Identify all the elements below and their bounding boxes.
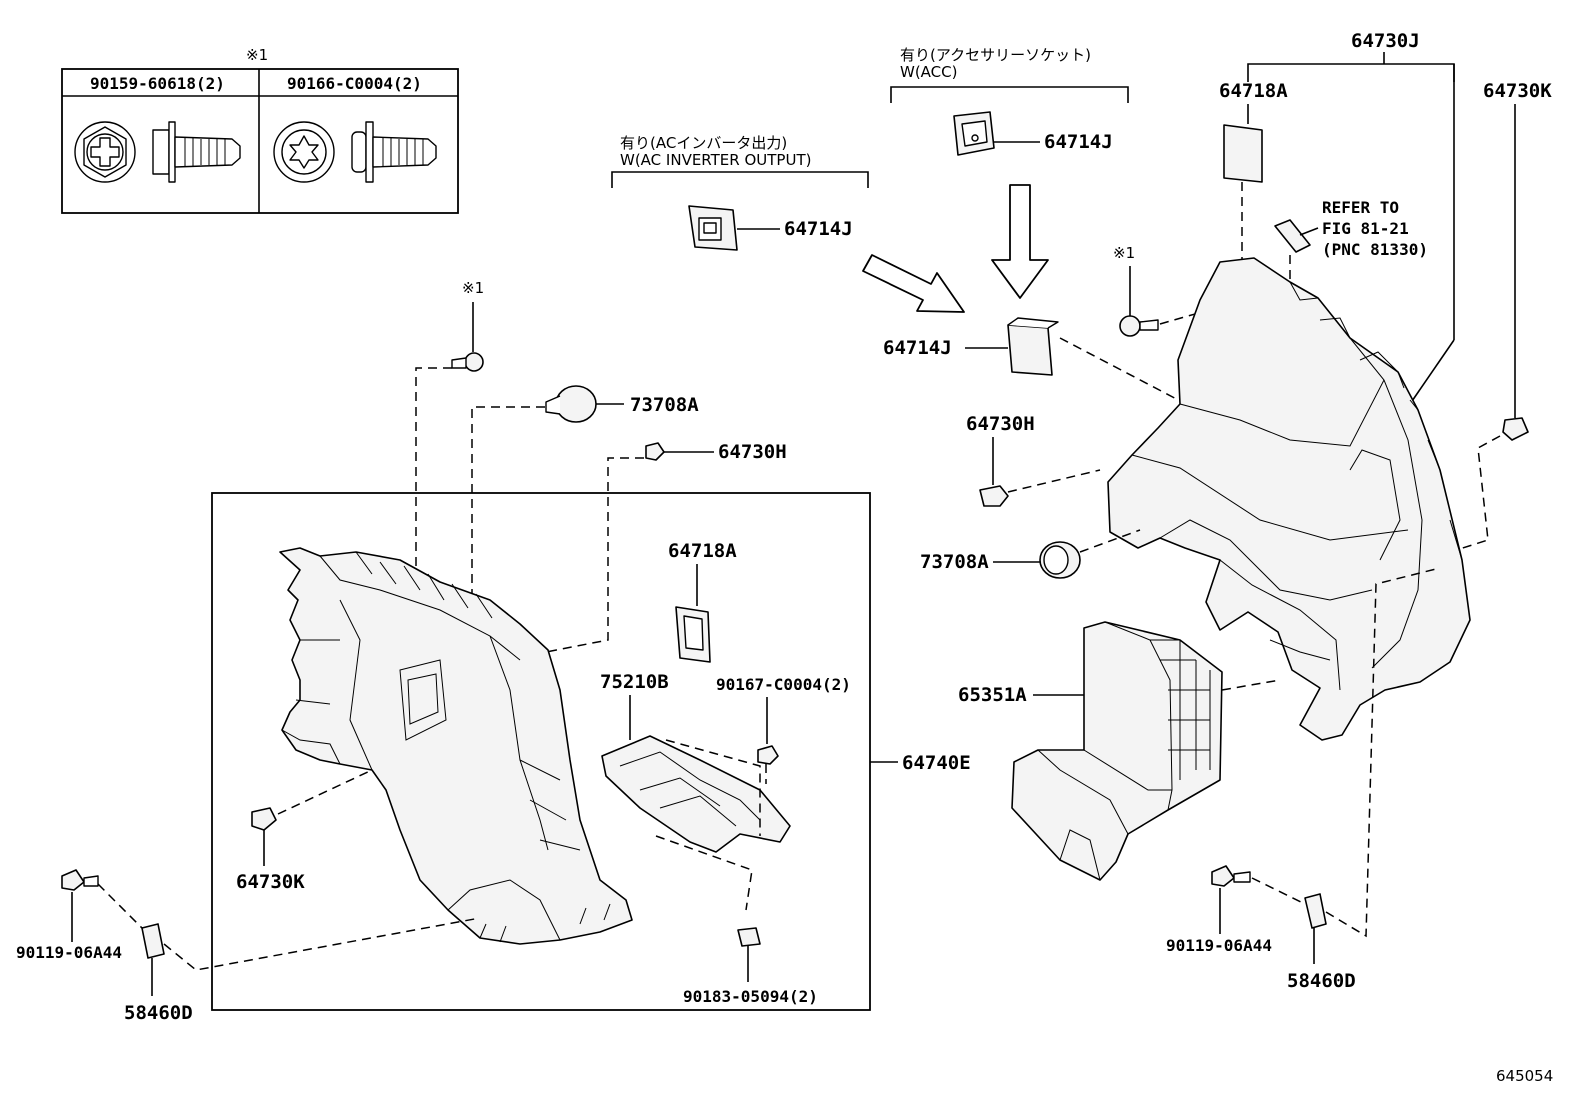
diagonal-arrow-icon: [862, 254, 965, 313]
callout-90167: 90167-C0004(2): [716, 675, 851, 784]
assembly-frame: [211, 492, 871, 1011]
label-73708A-right: 73708A: [920, 551, 989, 573]
marker-left-screw: ※1: [462, 279, 484, 297]
callout-64730K-left: 64730K: [236, 769, 373, 893]
table-frame: [61, 68, 459, 214]
label-64718A-left: 64718A: [668, 540, 737, 562]
label-90119-left: 90119-06A44: [16, 943, 122, 962]
acc-socket-note: 有り(アクセサリーソケット) W(ACC): [890, 46, 1129, 103]
callout-64718A-left: 64718A: [668, 540, 737, 663]
direction-arrows: [862, 184, 1049, 313]
ac-inverter-note-line2: W(AC INVERTER OUTPUT): [620, 151, 811, 169]
callout-73708A-right: 73708A: [920, 529, 1141, 579]
down-arrow-icon: [991, 184, 1049, 299]
inverter-socket-cover: 64714J: [688, 205, 853, 251]
phillips-bolt-head-icon: [74, 121, 136, 183]
label-58460D-right: 58460D: [1287, 970, 1356, 992]
fastener-table: ※1 90159-60618(2) 90166-C0004(2): [61, 46, 459, 214]
refer-note-line3: (PNC 81330): [1322, 240, 1428, 259]
label-64730H-right: 64730H: [966, 413, 1035, 435]
table-col2-label: 90166-C0004(2): [287, 74, 422, 93]
callout-64730J: 64730J: [1247, 30, 1455, 405]
callout-64730H-right: 64730H: [966, 413, 1101, 507]
figure-id: 645054: [1496, 1067, 1553, 1085]
callout-73708A-left: 73708A: [471, 385, 699, 740]
callout-90119-right: 90119-06A44: [1166, 865, 1306, 955]
callout-75210B: 75210B: [600, 671, 791, 911]
label-64718A-top: 64718A: [1219, 80, 1288, 102]
table-marker: ※1: [246, 46, 268, 64]
rear-quarter-trim-right: [1107, 257, 1471, 741]
table-col1-label: 90159-60618(2): [90, 74, 225, 93]
acc-socket-cover: 64714J: [953, 111, 1113, 156]
label-64730K-left: 64730K: [236, 871, 305, 893]
callout-90119-left: 90119-06A44: [16, 869, 145, 962]
label-64730K-right: 64730K: [1483, 80, 1552, 102]
callout-58460D-right: 58460D: [1287, 567, 1441, 992]
acc-socket-note-line1: 有り(アクセサリーソケット): [900, 46, 1091, 64]
callout-64740E: 64740E: [870, 752, 971, 774]
label-73708A-left: 73708A: [630, 394, 699, 416]
callout-90183: 90183-05094(2): [683, 927, 818, 1006]
callout-64718A-top: 64718A: [1219, 80, 1288, 392]
refer-note-line2: FIG 81-21: [1322, 219, 1409, 238]
label-64714J-acc: 64714J: [1044, 131, 1113, 153]
label-58460D-left: 58460D: [124, 1002, 193, 1024]
label-90183: 90183-05094(2): [683, 987, 818, 1006]
label-64730H-left: 64730H: [718, 441, 787, 463]
rear-quarter-trim-left: [279, 547, 633, 945]
refer-note-line1: REFER TO: [1322, 198, 1399, 217]
label-75210B: 75210B: [600, 671, 669, 693]
label-64740E: 64740E: [902, 752, 971, 774]
flange-bolt-side-icon: [152, 121, 241, 183]
ac-inverter-note: 有り(ACインバータ出力) W(AC INVERTER OUTPUT): [611, 134, 869, 188]
callout-65351A: 65351A: [958, 621, 1281, 881]
acc-socket-note-line2: W(ACC): [900, 63, 957, 81]
label-64730J: 64730J: [1351, 30, 1420, 52]
label-64714J-inverter: 64714J: [784, 218, 853, 240]
ac-inverter-note-line1: 有り(ACインバータ出力): [620, 134, 787, 152]
label-90167: 90167-C0004(2): [716, 675, 851, 694]
label-65351A: 65351A: [958, 684, 1027, 706]
label-90119-right: 90119-06A44: [1166, 936, 1272, 955]
label-64714J-center: 64714J: [883, 337, 952, 359]
marker-right-screw: ※1: [1113, 244, 1135, 262]
washer-bolt-side-icon: [351, 121, 437, 183]
callout-58460D-left: 58460D: [124, 917, 481, 1024]
callout-64730H-left: 64730H: [545, 441, 787, 653]
callout-screw-left: ※1: [369, 279, 484, 577]
refer-note: REFER TO FIG 81-21 (PNC 81330): [1322, 198, 1428, 259]
torx-bolt-head-icon: [273, 121, 335, 183]
callout-64730K-right: 64730K: [1449, 80, 1552, 553]
